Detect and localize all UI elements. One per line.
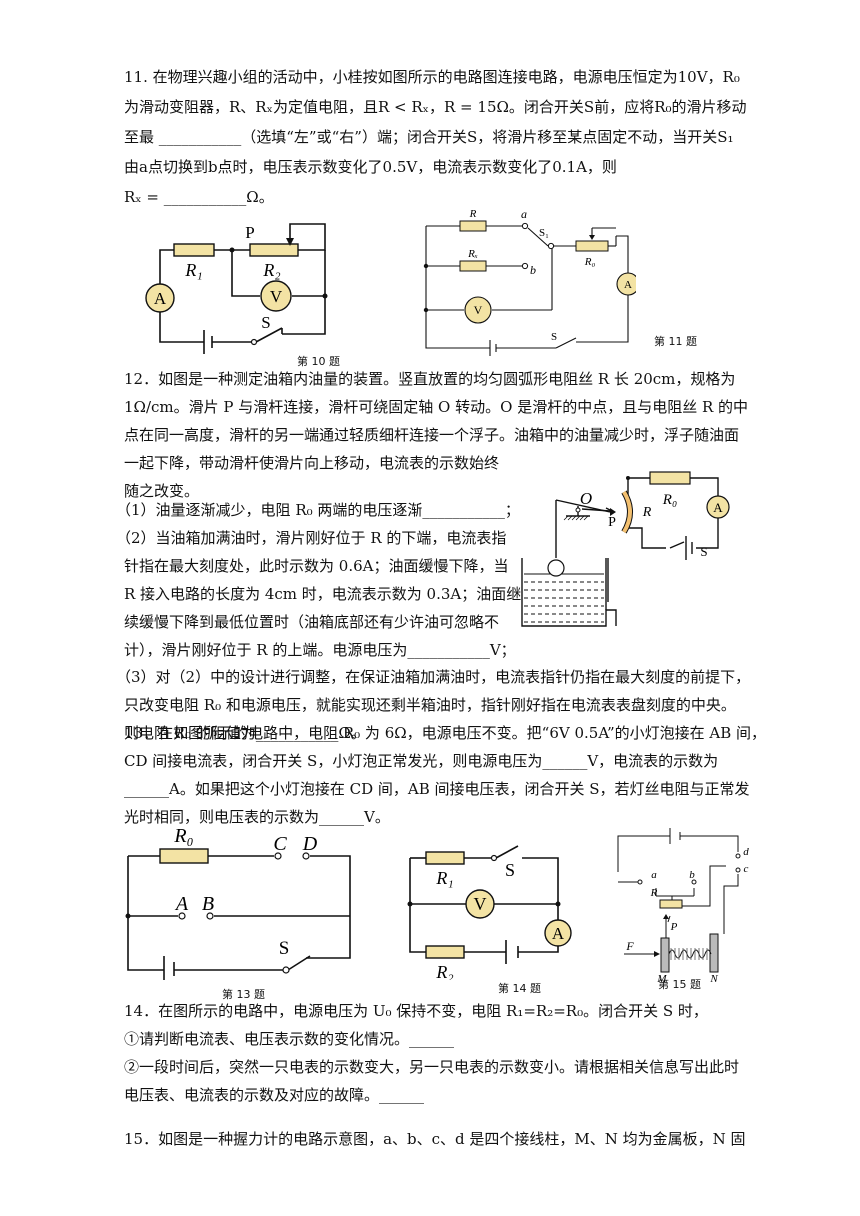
q11-line-2: 为滑动变阻器，R、Rₓ为定值电阻，且R < Rₓ，R = 15Ω。闭合开关S前，… (124, 98, 747, 116)
q12-line-1: 12．如图是一种测定油箱内油量的装置。竖直放置的均匀圆弧形电阻丝 R 长 20c… (124, 370, 736, 388)
fig12-o-label: O (580, 489, 592, 508)
q11-line-4: 由a点切换到b点时，电压表示数变化了0.5V，电流表示数变化了0.1A，则 (124, 158, 617, 176)
q14-line-3: ②一段时间后，突然一只电表的示数变大，另一只电表的示数变小。请根据相关信息写出此… (124, 1058, 740, 1076)
fig15-n-label: N (709, 973, 718, 985)
figure-11-circuit: R Rₓ a b S₁ R₀ A V S (423, 207, 636, 356)
q14-line-1: 14．在图所示的电路中，电源电压为 U₀ 保持不变，电阻 R₁=R₂=R₀。闭合… (124, 1002, 708, 1020)
fig12-r-label: R (642, 505, 652, 520)
figure-12-oil-gauge: O P R R₀ A S (521, 471, 730, 627)
fig10-switch-label: S (261, 313, 270, 332)
figure-13-caption: 第 13 题 (222, 988, 265, 1001)
figure-15-grip-meter: a b c d R P F M N (617, 828, 749, 985)
q12-line-3: 点在同一高度，滑杆的另一端通过轻质细杆连接一个浮子。油箱中的油量减少时，浮子随油… (124, 426, 740, 444)
fig12-switch-label: S (700, 544, 707, 559)
q12-part-2-line-2: 针指在最大刻度处，此时示数为 0.6A；油面缓慢下降，当 (124, 557, 509, 575)
fig11-rx-label: Rₓ (467, 248, 478, 260)
fig13-r0-label: R₀ (173, 826, 193, 847)
q12-line-2: 1Ω/cm。滑片 P 与滑杆连接，滑杆可绕固定轴 O 转动。O 是滑杆的中点，且… (124, 398, 749, 416)
fig15-r-label: R (650, 887, 658, 899)
figure-14-circuit: R₁ R₂ S V A (407, 845, 572, 980)
fig11-switch-label: S (551, 331, 557, 343)
q12-part-2-line-1: （2）当油箱加满油时，滑片刚好位于 R 的下端，电流表指 (116, 529, 507, 547)
fig11-b-label: b (530, 263, 536, 277)
fig15-p-label: P (670, 921, 678, 933)
fig13-a-label: A (174, 893, 189, 915)
q11-line-1: 11. 在物理兴趣小组的活动中，小桂按如图所示的电路图连接电路，电源电压恒定为1… (124, 68, 740, 86)
q12-part-2-line-4: 续缓慢下降到最低位置时（油箱底部还有少许油可忽略不 (124, 613, 500, 631)
fig11-r0-label: R₀ (584, 256, 596, 268)
q11-line-3: 至最 ___________（选填“左”或“右”）端；闭合开关S，将滑片移至某点… (124, 128, 734, 146)
fig15-d-label: d (743, 846, 749, 858)
q12-part-2-line-3: R 接入电路的长度为 4cm 时，电流表示数为 0.3A；油面继 (124, 585, 522, 603)
q12-part-1: （1）油量逐渐减少，电阻 R₀ 两端的电压逐渐___________； (116, 501, 520, 519)
q13-line-2: CD 间接电流表，闭合开关 S，小灯泡正常发光，则电源电压为______V，电流… (124, 752, 719, 770)
figure-10-circuit: A V R₁ R₂ P S (145, 223, 328, 354)
figure-10-caption: 第 10 题 (297, 355, 340, 368)
fig14-r1-label: R₁ (435, 868, 453, 888)
q12-part-3-line-1: （3）对（2）中的设计进行调整，在保证油箱加满油时，电流表指针仍指在最大刻度的前… (116, 668, 751, 686)
fig14-switch-label: S (505, 860, 515, 880)
fig11-r-label: R (469, 208, 477, 220)
figure-13-circuit: R₀ C D A B S (125, 826, 351, 980)
q13-line-1: 13．在如图所示的电路中，电阻 R₀ 为 6Ω，电源电压不变。把“6V 0.5A… (124, 724, 767, 742)
q12-part-3-line-3: 则电阻 R₀ 的阻值为___________Ω。 (124, 724, 366, 742)
q13-line-3: ______A。如果把这个小灯泡接在 CD 间，AB 间接电压表，闭合开关 S，… (124, 780, 750, 798)
figure-14-caption: 第 14 题 (498, 982, 541, 995)
q12-part-3-line-2: 只改变电阻 R₀ 和电源电压，就能实现还剩半箱油时，指针刚好指在电流表表盘刻度的… (124, 696, 736, 714)
fig11-ammeter-label: A (624, 279, 632, 291)
fig10-r1-label: R₁ (184, 260, 202, 280)
fig14-r2-label: R₂ (435, 962, 453, 980)
q12-part-2-line-5: 计），滑片刚好位于 R 的上端。电源电压为___________V； (124, 641, 516, 659)
fig13-b-label: B (202, 893, 214, 915)
fig15-f-label: F (625, 939, 634, 953)
figure-11-caption: 第 11 题 (654, 335, 697, 348)
fig15-b-label: b (689, 869, 695, 881)
q12-line-5: 随之改变。 (124, 482, 200, 500)
fig11-voltmeter-label: V (474, 303, 483, 317)
fig15-m-label: M (656, 973, 667, 985)
fig15-c-label: c (744, 863, 749, 875)
fig12-p-label: P (608, 515, 616, 530)
fig12-r0-label: R₀ (662, 492, 677, 508)
fig11-s1-label: S₁ (539, 227, 549, 239)
fig11-a-label: a (521, 207, 527, 221)
fig13-switch-label: S (279, 938, 290, 959)
q14-line-4: 电压表、电流表的示数及对应的故障。______ (124, 1086, 425, 1104)
q14-line-2: ①请判断电流表、电压表示数的变化情况。______ (124, 1030, 455, 1048)
fig13-c-label: C (273, 833, 287, 855)
fig10-r2-label: R₂ (262, 260, 280, 280)
fig14-ammeter-label: A (552, 924, 565, 943)
fig10-voltmeter-label: V (270, 287, 283, 306)
fig13-d-label: D (302, 833, 318, 855)
fig15-a-label: a (651, 869, 657, 881)
q13-line-4: 光时相同，则电压表的示数为______V。 (124, 808, 390, 826)
q11-line-5: Rₓ = ___________Ω。 (124, 188, 274, 206)
fig14-voltmeter-label: V (474, 894, 487, 914)
figure-15-caption: 第 15 题 (658, 978, 701, 991)
q15-line-1: 15．如图是一种握力计的电路示意图，a、b、c、d 是四个接线柱，M、N 均为金… (124, 1130, 746, 1148)
q12-line-4: 一起下降，带动滑杆使滑片向上移动，电流表的示数始终 (124, 454, 500, 472)
fig10-ammeter-label: A (154, 289, 167, 308)
fig10-p-label: P (245, 223, 254, 242)
fig12-ammeter-label: A (713, 500, 723, 515)
